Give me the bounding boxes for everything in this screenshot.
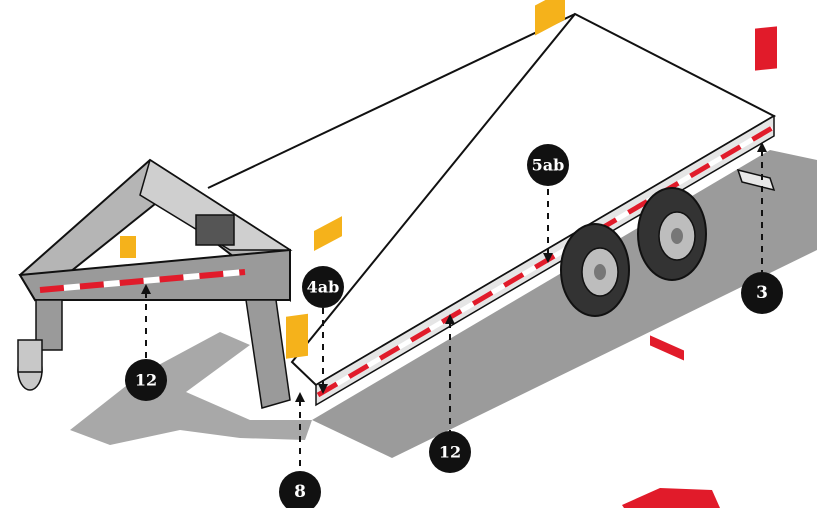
callout-front-bottom: 8 — [279, 471, 321, 508]
callout-label: 12 — [439, 443, 461, 462]
marker-red-top-right — [650, 335, 684, 360]
callout-rear-corner: 3 — [741, 272, 783, 314]
callout-label: 4ab — [307, 278, 340, 297]
marker-amber-mid — [535, 0, 565, 36]
marker-amber-front-left — [286, 314, 308, 359]
callout-mid-marker: 5ab — [527, 144, 569, 186]
marker-red-rear — [755, 26, 777, 70]
marker-amber-front-right — [314, 216, 342, 251]
callout-label: 5ab — [532, 156, 565, 175]
marker-red-bottom-corner — [622, 488, 720, 508]
marker-amber-cab — [120, 236, 136, 258]
callout-side-stripe: 12 — [429, 431, 471, 473]
callout-front-corner: 4ab — [302, 266, 344, 308]
callout-label: 3 — [756, 283, 768, 303]
callout-label: 8 — [294, 482, 306, 502]
callout-cab-stripe: 12 — [125, 359, 167, 401]
callout-label: 12 — [135, 371, 157, 390]
